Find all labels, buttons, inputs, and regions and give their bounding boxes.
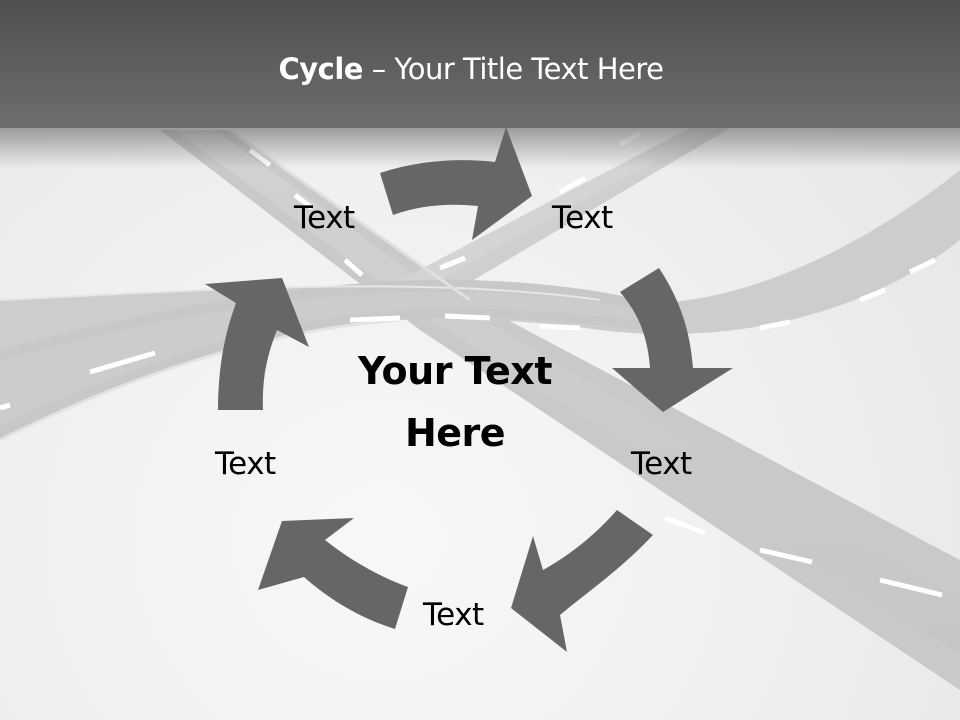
slide-title: Cycle – Your Title Text Here (0, 52, 942, 86)
curved-arrow-up-icon (205, 278, 309, 410)
center-text: Your Text Here (330, 340, 580, 464)
curved-arrow-right-icon (380, 127, 532, 240)
cycle-step-label-right: Text (631, 446, 692, 482)
curved-arrow-up-left-icon (258, 518, 408, 629)
curved-arrow-down-left-icon (511, 510, 653, 652)
cycle-step-label-left: Text (215, 446, 276, 482)
curved-arrow-down-icon (612, 268, 733, 412)
slide-title-rest: – Your Title Text Here (362, 52, 664, 86)
slide-title-bold: Cycle (278, 52, 363, 86)
cycle-step-label-top-left: Text (294, 200, 355, 236)
center-text-line1: Your Text (358, 349, 552, 393)
cycle-step-label-bottom: Text (423, 597, 484, 633)
title-bar: Cycle – Your Title Text Here (0, 0, 960, 128)
cycle-step-label-top-right: Text (552, 200, 613, 236)
center-text-line2: Here (404, 411, 506, 455)
